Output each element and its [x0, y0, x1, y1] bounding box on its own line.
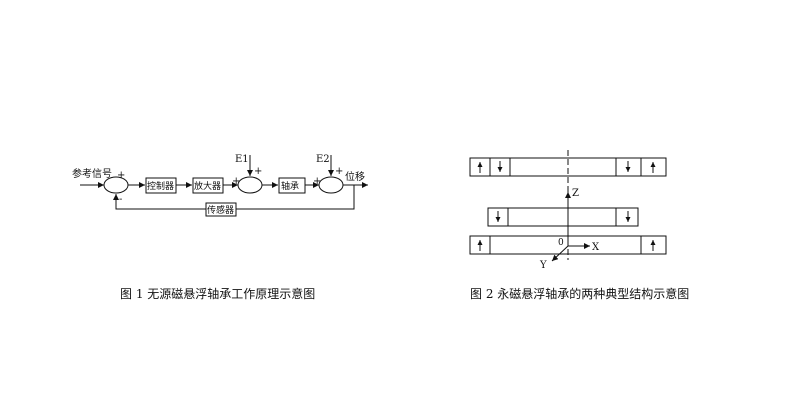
- x-axis-label: X: [592, 242, 600, 253]
- output-label: 位移: [345, 170, 365, 183]
- input-label: 参考信号: [72, 167, 112, 180]
- plus-sign: +: [232, 176, 240, 187]
- plus-sign: +: [117, 170, 125, 181]
- controller-label: 控制器: [147, 180, 174, 192]
- origin-label: 0: [558, 238, 564, 248]
- y-axis-label: Y: [539, 260, 547, 271]
- summing-junction-2: [237, 176, 263, 194]
- middle-ring-assembly: [487, 207, 639, 227]
- summing-junction-3: [318, 176, 344, 194]
- bearing-label: 轴承: [281, 180, 299, 192]
- z-axis-label: Z: [572, 188, 579, 199]
- sensor-label: 传感器: [207, 204, 234, 216]
- figure2-caption: 图 2 永磁悬浮轴承的两种典型结构示意图: [470, 287, 690, 301]
- feedback-line-right: [236, 185, 355, 210]
- figure1-labels: 参考信号 + - 控制器 放大器 + E1 + 轴承 + E2 + 位移 传感器: [72, 154, 365, 216]
- upper-ring-assembly: [469, 157, 667, 177]
- plus-sign: +: [254, 166, 262, 177]
- minus-sign: -: [119, 194, 122, 205]
- amplifier-label: 放大器: [194, 180, 221, 192]
- figure2-labels: Z X Y 0: [539, 188, 600, 271]
- disturbance-e2-label: E2: [316, 154, 330, 165]
- figure1-block-diagram: [80, 155, 368, 217]
- plus-sign: +: [313, 176, 321, 187]
- disturbance-e1-label: E1: [235, 154, 249, 165]
- y-axis-arrow: [551, 245, 569, 262]
- feedback-line-left: [113, 194, 206, 210]
- plus-sign: +: [335, 166, 343, 177]
- figure2-structures: [469, 150, 667, 262]
- figure1-caption: 图 1 无源磁悬浮轴承工作原理示意图: [120, 287, 316, 301]
